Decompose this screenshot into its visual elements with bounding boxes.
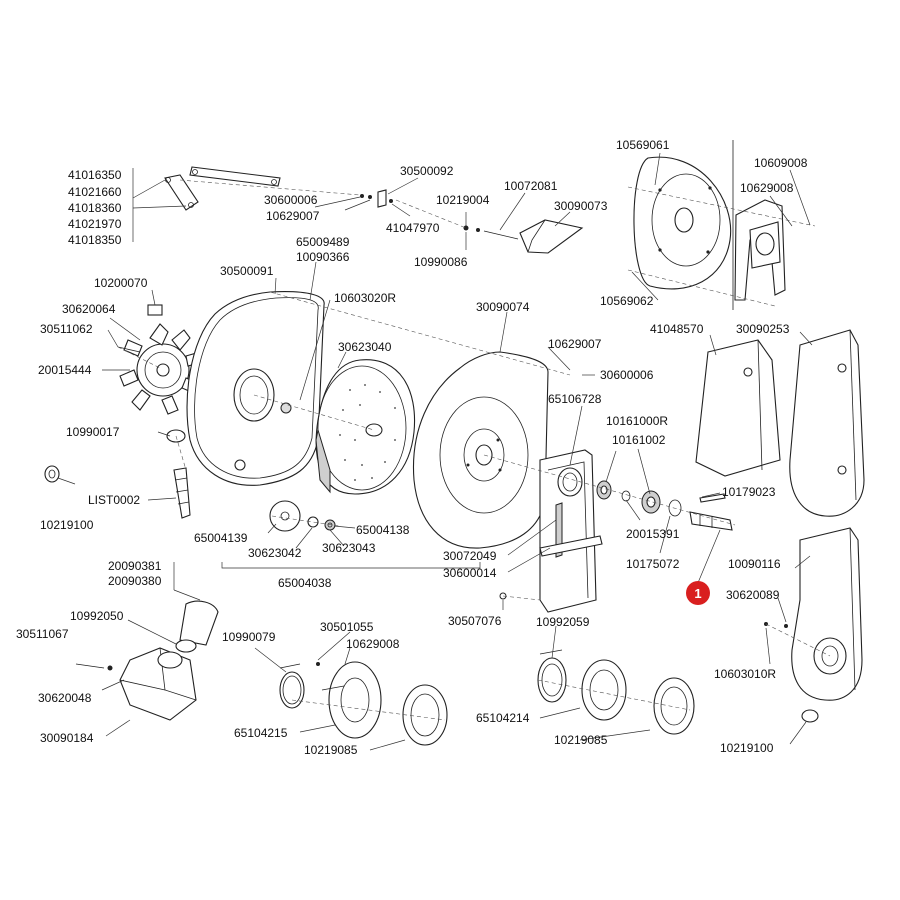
label-65009489: 65009489 (296, 235, 350, 249)
inlet-ring-right-part (537, 649, 695, 735)
label-10219004: 10219004 (436, 193, 490, 207)
back-plate-part (633, 140, 734, 310)
perforated-screen-part (315, 359, 416, 495)
label-10161002: 10161002 (612, 433, 666, 447)
label-30620064: 30620064 (62, 302, 116, 316)
motor-cover-left-part (695, 339, 781, 477)
label-10629008-top: 10629008 (740, 181, 794, 195)
label-41018350: 41018350 (68, 233, 122, 247)
label-30600014: 30600014 (443, 566, 497, 580)
label-41021970: 41021970 (68, 217, 122, 231)
label-30090253: 30090253 (736, 322, 790, 336)
upper-frame-part (734, 199, 786, 301)
label-10992059: 10992059 (536, 615, 590, 629)
bearing-shaft-part (596, 480, 733, 531)
label-30623043: 30623043 (322, 541, 376, 555)
support-bracket-part (164, 166, 281, 211)
center-stand-part (499, 449, 603, 613)
inlet-ring-left-part (279, 661, 448, 746)
clamp-and-hose-part (44, 429, 191, 519)
label-10175072: 10175072 (626, 557, 680, 571)
label-LIST0002: LIST0002 (88, 493, 140, 507)
label-65004139: 65004139 (194, 531, 248, 545)
label-65106728: 65106728 (548, 392, 602, 406)
label-20090380: 20090380 (108, 574, 162, 588)
label-10629007-top: 10629007 (266, 209, 320, 223)
label-10219085-left: 10219085 (304, 743, 358, 757)
leader-lines (57, 152, 813, 751)
part-number-labels: 41016350 41021660 41018360 41021970 4101… (16, 138, 808, 757)
gasket-kit-part (269, 500, 336, 532)
label-65104215: 65104215 (234, 726, 288, 740)
label-10090116: 10090116 (728, 557, 781, 571)
label-10609008: 10609008 (754, 156, 808, 170)
label-10219100-left: 10219100 (40, 518, 94, 532)
label-10219085-right: 10219085 (554, 733, 608, 747)
label-10990017: 10990017 (66, 425, 120, 439)
callout-number: 1 (694, 586, 701, 601)
label-20090381: 20090381 (108, 559, 162, 573)
label-30507076: 30507076 (448, 614, 502, 628)
label-41016350: 41016350 (68, 168, 122, 182)
assembly-lines (117, 179, 831, 721)
label-10219100-right: 10219100 (720, 741, 774, 755)
label-10603010R: 10603010R (714, 667, 776, 681)
label-30500091: 30500091 (220, 264, 274, 278)
label-30500092: 30500092 (400, 164, 454, 178)
label-30623042: 30623042 (248, 546, 302, 560)
label-10990079: 10990079 (222, 630, 276, 644)
label-30072049: 30072049 (443, 549, 497, 563)
label-30090073: 30090073 (554, 199, 608, 213)
label-20015444: 20015444 (38, 363, 92, 377)
label-65104214: 65104214 (476, 711, 530, 725)
label-65004038: 65004038 (278, 576, 332, 590)
label-10072081: 10072081 (504, 179, 558, 193)
drive-cover-part (764, 527, 863, 723)
label-10990086: 10990086 (414, 255, 468, 269)
label-30623040: 30623040 (338, 340, 392, 354)
label-10629008-bottom: 10629008 (346, 637, 400, 651)
label-10161000R: 10161000R (606, 414, 668, 428)
label-41047970: 41047970 (386, 221, 440, 235)
motor-cover-right-part (789, 329, 865, 517)
label-10090366: 10090366 (296, 250, 350, 264)
label-30600006-top: 30600006 (264, 193, 318, 207)
label-10569061: 10569061 (616, 138, 670, 152)
label-20015391: 20015391 (626, 527, 680, 541)
fan-housing-right-part (412, 351, 549, 549)
chute-part (463, 219, 584, 254)
label-30501055: 30501055 (320, 620, 374, 634)
label-30090184: 30090184 (40, 731, 94, 745)
label-10200070: 10200070 (94, 276, 148, 290)
inlet-elbow-part (75, 600, 219, 721)
label-10179023: 10179023 (722, 485, 776, 499)
label-10629007-mid: 10629007 (548, 337, 602, 351)
label-41021660: 41021660 (68, 185, 122, 199)
small-bracket-part (360, 189, 393, 208)
callout-marker[interactable]: 1 (686, 581, 710, 605)
label-65004138: 65004138 (356, 523, 410, 537)
label-10603020R: 10603020R (334, 291, 396, 305)
label-30600006-mid: 30600006 (600, 368, 654, 382)
label-10992050: 10992050 (70, 609, 124, 623)
label-30620089: 30620089 (726, 588, 780, 602)
label-41018360: 41018360 (68, 201, 122, 215)
fan-housing-left-part (186, 291, 325, 486)
label-30090074: 30090074 (476, 300, 530, 314)
label-41048570: 41048570 (650, 322, 704, 336)
label-30511062: 30511062 (40, 322, 93, 336)
label-30511067: 30511067 (16, 627, 69, 641)
label-10569062: 10569062 (600, 294, 654, 308)
label-30620048: 30620048 (38, 691, 92, 705)
